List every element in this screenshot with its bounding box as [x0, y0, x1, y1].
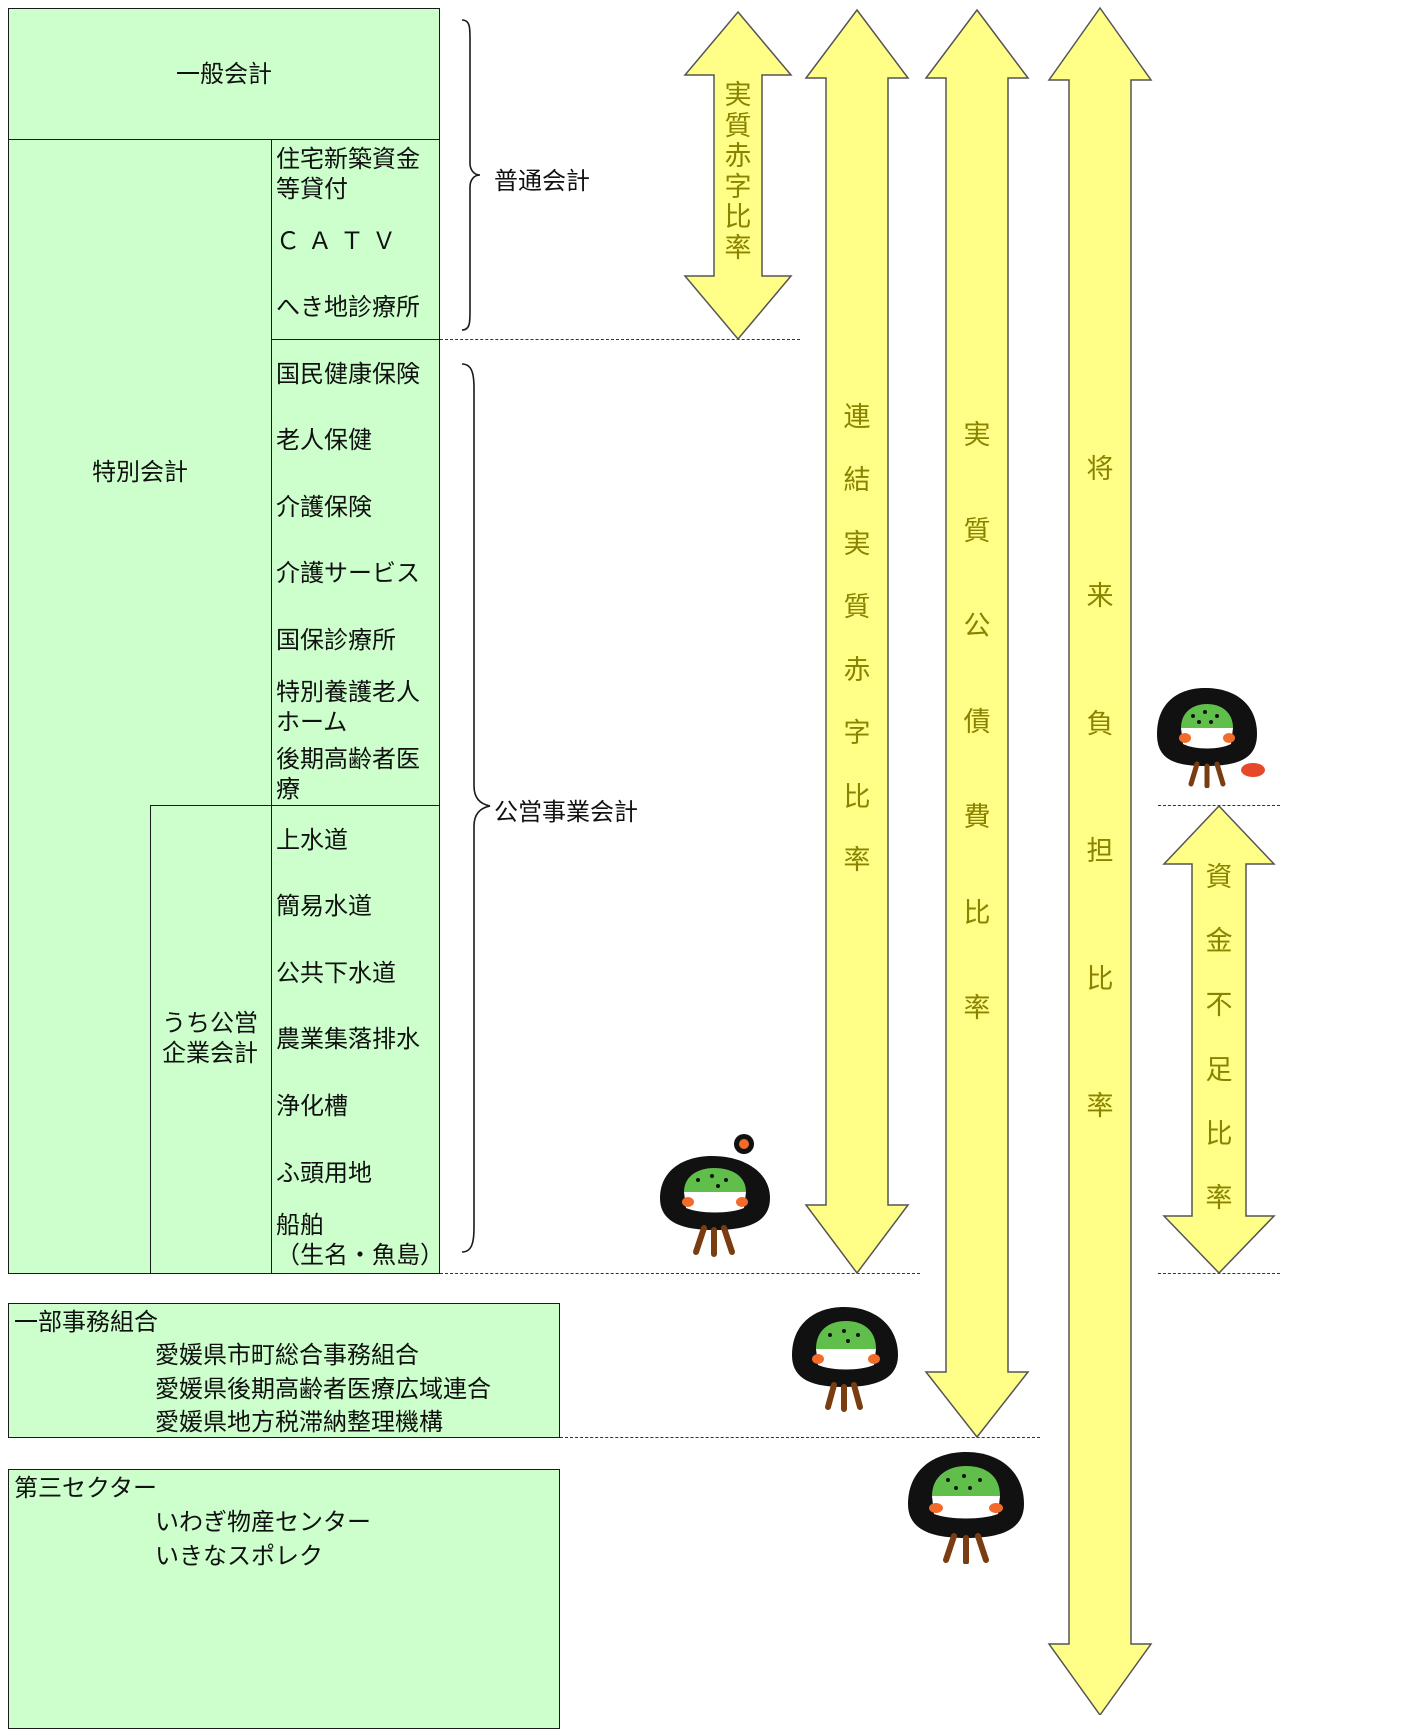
mascot-illustration — [1157, 688, 1265, 788]
general-account-label: 一般会計 — [176, 60, 272, 88]
item-housing-loan-2: 等貸付 — [276, 175, 348, 203]
partial-association-box — [8, 1303, 560, 1438]
public-enterprise-accounts-label: 公営事業会計 — [494, 798, 638, 826]
third-sector-box — [8, 1469, 560, 1729]
public-enterprise-brace — [461, 363, 491, 1253]
item-nursing-insurance: 介護保険 — [276, 493, 372, 521]
public-enterprise-group-label-2: 企業会計 — [162, 1039, 258, 1067]
partial-association-item-1: 愛媛県市町総合事務組合 — [155, 1341, 419, 1369]
item-national-health-insurance: 国民健康保険 — [276, 360, 420, 388]
fund-shortage-ratio-label: 資金不足比率 — [1205, 862, 1233, 1214]
consolidated-real-deficit-ratio-label: 連結実質赤字比率 — [843, 402, 871, 876]
item-nursing-home-1: 特別養護老人 — [276, 678, 420, 706]
item-housing-loan-1: 住宅新築資金 — [276, 145, 420, 173]
item-catv: ＣＡＴＶ — [276, 227, 404, 255]
ordinary-accounts-label: 普通会計 — [494, 167, 590, 195]
item-public-sewer: 公共下水道 — [276, 959, 396, 987]
item-late-elderly-2: 療 — [276, 775, 300, 803]
ordinary-brace — [461, 19, 481, 331]
real-deficit-arrow — [683, 10, 793, 341]
future-burden-arrow — [1047, 6, 1153, 1715]
item-ship-1: 船舶 — [276, 1211, 324, 1239]
item-simple-waterworks: 簡易水道 — [276, 892, 372, 920]
item-nursing-home-2: ホーム — [276, 708, 348, 736]
special-account-cell — [8, 139, 440, 1274]
partial-association-item-2: 愛媛県後期高齢者医療広域連合 — [155, 1375, 491, 1403]
item-elderly-health: 老人保健 — [276, 426, 372, 454]
consolidated-real-deficit-arrow — [804, 8, 910, 1275]
special-account-label: 特別会計 — [92, 458, 188, 486]
future-burden-ratio-label: 将来負担比率 — [1086, 454, 1114, 1122]
ordinary-public-divider — [272, 339, 440, 340]
general-account-cell — [8, 8, 440, 140]
item-waterworks: 上水道 — [276, 826, 348, 854]
mascot-illustration — [908, 1452, 1024, 1564]
mascot-illustration — [660, 1134, 770, 1257]
partial-association-item-3: 愛媛県地方税滞納整理機構 — [155, 1408, 443, 1436]
public-enterprise-boundary-line — [440, 1273, 920, 1274]
items-column-divider — [271, 140, 272, 1274]
item-remote-clinic: へき地診療所 — [276, 293, 420, 321]
enterprise-column-divider — [150, 806, 151, 1274]
partial-association-boundary-line — [560, 1437, 1040, 1438]
item-nhi-clinic: 国保診療所 — [276, 626, 396, 654]
item-ship-2: （生名・魚島） — [276, 1241, 444, 1269]
real-debt-service-ratio-label: 実質公債費比率 — [963, 420, 991, 1024]
third-sector-item-2: いきなスポレク — [155, 1542, 323, 1570]
mascot-illustration — [792, 1307, 898, 1412]
fund-shortage-arrow — [1162, 804, 1276, 1275]
real-deficit-ratio-label: 実質赤字比率 — [724, 80, 752, 264]
item-nursing-service: 介護サービス — [276, 559, 420, 587]
real-debt-service-arrow — [924, 8, 1030, 1439]
item-wharf-land: ふ頭用地 — [276, 1159, 372, 1187]
public-enterprise-group-label-1: うち公営 — [162, 1009, 258, 1037]
enterprise-divider — [150, 805, 440, 806]
item-late-elderly-1: 後期高齢者医 — [276, 745, 420, 773]
ordinary-boundary-line — [440, 339, 800, 340]
third-sector-item-1: いわぎ物産センター — [155, 1508, 371, 1536]
item-septic-tank: 浄化槽 — [276, 1092, 348, 1120]
partial-association-title: 一部事務組合 — [14, 1308, 158, 1336]
item-rural-drainage: 農業集落排水 — [276, 1025, 420, 1053]
third-sector-title: 第三セクター — [14, 1474, 158, 1502]
